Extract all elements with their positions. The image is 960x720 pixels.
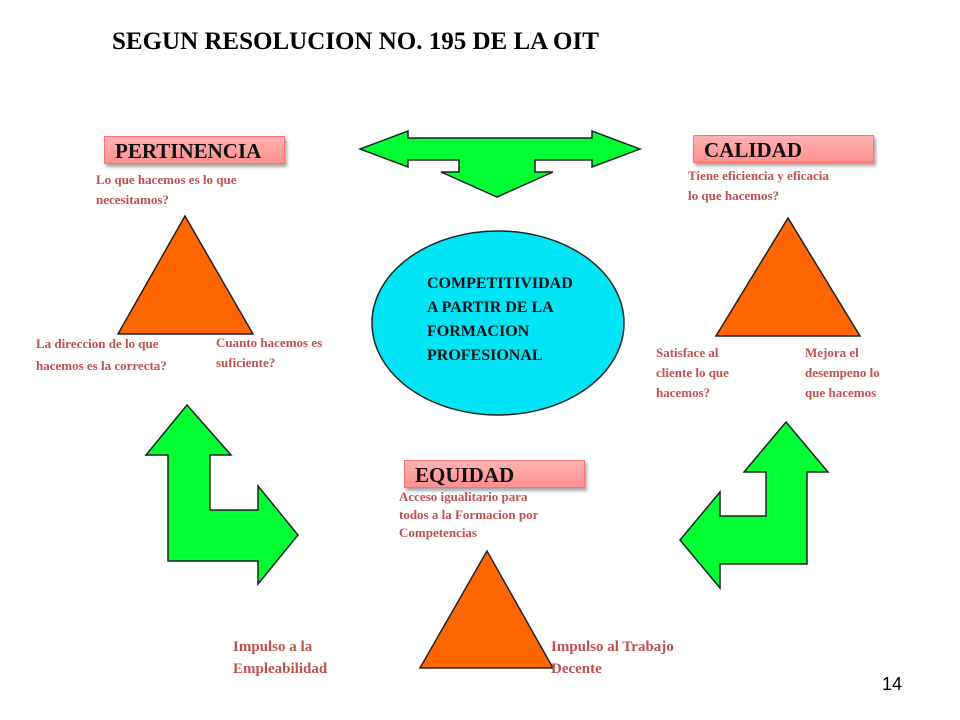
note-line: Empleabilidad: [233, 661, 328, 677]
equidad-triangle: [418, 549, 555, 669]
calidad-top-note: Tiene eficiencia y eficacia lo que hacem…: [688, 166, 829, 206]
note-line: necesitamos?: [96, 192, 169, 207]
equidad-top-note: Acceso igualitario para todos a la Forma…: [399, 488, 538, 542]
left-bent-arrow: [144, 403, 299, 587]
note-line: cliente lo que: [656, 365, 729, 380]
equidad-right-note: Impulso al Trabajo Decente: [551, 636, 674, 680]
center-line-2: A PARTIR DE LA: [427, 299, 554, 316]
note-line: lo que hacemos?: [688, 188, 779, 203]
pertinencia-label: PERTINENCIA: [104, 136, 285, 164]
equidad-left-note: Impulso a la Empleabilidad: [233, 636, 327, 680]
note-line: La direccion de lo que: [36, 336, 159, 351]
page-number: 14: [882, 674, 903, 694]
calidad-left-note: Satisface al cliente lo que hacemos?: [656, 343, 729, 403]
note-line: Acceso igualitario para: [399, 489, 528, 504]
pertinencia-right-note: Cuanto hacemos es suficiente?: [216, 333, 322, 373]
center-line-3: FORMACION: [427, 323, 530, 340]
slide-title: SEGUN RESOLUCION NO. 195 DE LA OIT: [112, 28, 599, 55]
note-line: suficiente?: [216, 355, 276, 370]
center-line-1: COMPETITIVIDAD: [427, 275, 573, 292]
note-line: Tiene eficiencia y eficacia: [688, 168, 829, 183]
top-connector-arrow: [357, 129, 643, 198]
note-line: Competencias: [399, 525, 477, 540]
competitividad-text: COMPETITIVIDAD A PARTIR DE LA FORMACION …: [427, 272, 622, 368]
note-line: Mejora el: [805, 345, 859, 360]
center-line-4: PROFESIONAL: [427, 347, 543, 364]
note-line: desempeno lo: [805, 365, 880, 380]
calidad-label: CALIDAD: [693, 135, 874, 163]
competitividad-ellipse: [371, 230, 625, 416]
pertinencia-left-note: La direccion de lo que hacemos es la cor…: [36, 333, 167, 377]
note-line: Decente: [551, 661, 602, 677]
note-line: que hacemos: [805, 385, 877, 400]
note-line: Impulso a la: [233, 639, 313, 655]
right-bent-arrow: [679, 420, 830, 591]
pertinencia-top-note: Lo que hacemos es lo que necesitamos?: [96, 170, 236, 210]
calidad-right-note: Mejora el desempeno lo que hacemos: [805, 343, 880, 403]
equidad-label: EQUIDAD: [404, 460, 585, 488]
note-line: Lo que hacemos es lo que: [96, 172, 237, 187]
note-line: hacemos es la correcta?: [36, 358, 167, 373]
note-line: Cuanto hacemos es: [216, 335, 323, 350]
pertinencia-triangle: [116, 214, 255, 335]
calidad-triangle: [714, 216, 862, 337]
note-line: Satisface al: [656, 345, 719, 360]
note-line: hacemos?: [656, 385, 711, 400]
note-line: todos a la Formacion por: [399, 507, 539, 522]
note-line: Impulso al Trabajo: [551, 639, 674, 655]
